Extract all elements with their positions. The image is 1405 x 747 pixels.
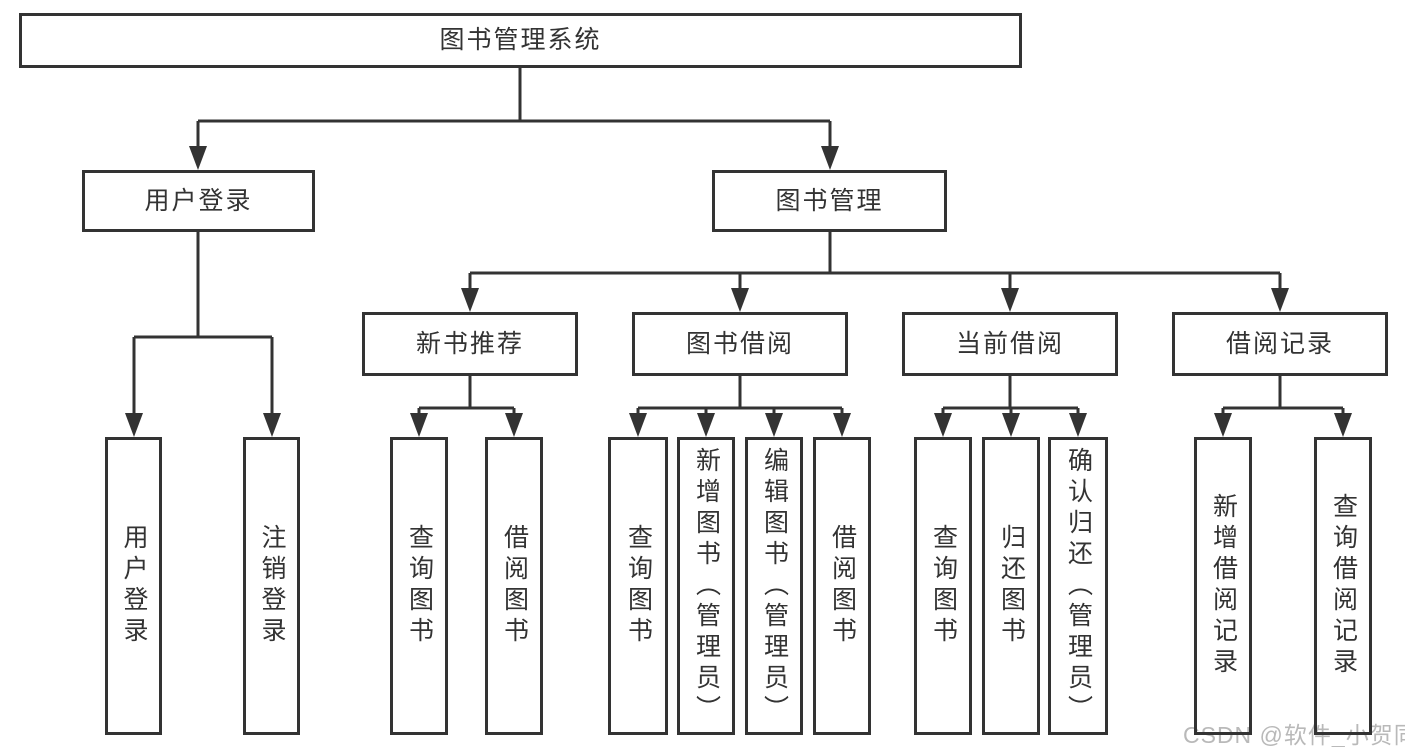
node-label: 当前借阅 bbox=[955, 329, 1064, 358]
connector-records-to-leaves bbox=[1223, 376, 1343, 410]
node-book-management: 图书管理 bbox=[712, 170, 947, 232]
leaf-user-login: 用户登录 bbox=[105, 437, 162, 735]
node-new-book-recommend: 新书推荐 bbox=[362, 312, 578, 376]
node-label: 图书管理 bbox=[775, 186, 884, 215]
leaf-label: 查询图书 bbox=[624, 524, 653, 648]
leaf-label: 编辑图书（管理员） bbox=[760, 446, 789, 726]
leaf-logout: 注销登录 bbox=[243, 437, 300, 735]
connector-newbook-to-leaves bbox=[419, 376, 514, 410]
connector-root-to-level2 bbox=[198, 68, 830, 123]
leaf-label: 查询图书 bbox=[929, 524, 958, 648]
arrowheads bbox=[125, 146, 1352, 437]
leaf-label: 确认归还（管理员） bbox=[1064, 446, 1093, 726]
leaf-current-confirm-return-admin: 确认归还（管理员） bbox=[1048, 437, 1108, 735]
node-user-login: 用户登录 bbox=[82, 170, 315, 232]
leaf-current-query-books: 查询图书 bbox=[914, 437, 972, 735]
leaf-label: 用户登录 bbox=[120, 524, 148, 648]
connector-borrow-to-leaves bbox=[638, 376, 842, 410]
node-label: 图书管理系统 bbox=[439, 26, 602, 54]
connector-current-to-leaves bbox=[943, 376, 1078, 410]
leaf-borrow-query-books: 查询图书 bbox=[608, 437, 668, 735]
leaf-label: 借阅图书 bbox=[828, 524, 857, 648]
leaf-borrow-edit-books-admin: 编辑图书（管理员） bbox=[745, 437, 803, 735]
connector-mgmt-to-level3 bbox=[470, 232, 1280, 275]
leaf-current-return-books: 归还图书 bbox=[982, 437, 1040, 735]
leaf-newbook-borrow-books: 借阅图书 bbox=[485, 437, 543, 735]
node-label: 用户登录 bbox=[144, 186, 253, 215]
node-library-system: 图书管理系统 bbox=[19, 13, 1022, 68]
node-book-borrow: 图书借阅 bbox=[632, 312, 848, 376]
node-label: 借阅记录 bbox=[1225, 329, 1334, 358]
leaf-label: 借阅图书 bbox=[500, 524, 529, 648]
leaf-borrow-add-books-admin: 新增图书（管理员） bbox=[677, 437, 735, 735]
connector-login-to-leaves bbox=[134, 232, 272, 339]
node-label: 新书推荐 bbox=[415, 329, 524, 358]
leaf-records-query-record: 查询借阅记录 bbox=[1314, 437, 1372, 735]
node-borrow-records: 借阅记录 bbox=[1172, 312, 1388, 376]
node-current-borrow: 当前借阅 bbox=[902, 312, 1118, 376]
leaf-label: 新增图书（管理员） bbox=[692, 446, 721, 726]
leaf-label: 查询图书 bbox=[405, 524, 434, 648]
leaf-records-add-record: 新增借阅记录 bbox=[1194, 437, 1252, 735]
leaf-label: 注销登录 bbox=[258, 524, 286, 648]
leaf-label: 新增借阅记录 bbox=[1209, 493, 1238, 679]
leaf-borrow-borrow-books: 借阅图书 bbox=[813, 437, 871, 735]
node-label: 图书借阅 bbox=[685, 329, 794, 358]
leaf-label: 查询借阅记录 bbox=[1329, 493, 1358, 679]
leaf-newbook-query-books: 查询图书 bbox=[390, 437, 448, 735]
leaf-label: 归还图书 bbox=[997, 524, 1026, 648]
